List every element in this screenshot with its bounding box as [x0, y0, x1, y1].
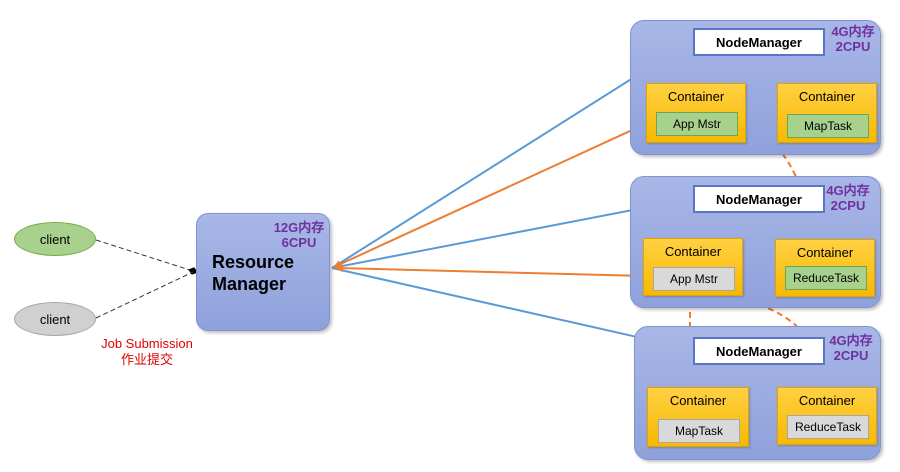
- task-label: App Mstr: [669, 272, 718, 286]
- map-task[interactable]: MapTask: [658, 419, 740, 443]
- node-spec-memory: 4G内存: [826, 183, 870, 198]
- container-reducetask-3[interactable]: Container ReduceTask: [777, 387, 877, 445]
- client2-to-rm-link: [95, 271, 194, 319]
- rm-to-nm3-link: [331, 267, 691, 352]
- container-maptask-1[interactable]: Container MapTask: [777, 83, 877, 143]
- container-label: Container: [664, 244, 722, 259]
- job-submission-label: Job Submission 作业提交: [82, 336, 212, 368]
- node-spec-memory: 4G内存: [829, 333, 873, 348]
- node-manager-2[interactable]: NodeManager: [693, 185, 825, 213]
- rm-title: Resource Manager: [212, 251, 294, 295]
- container-label: Container: [798, 89, 856, 104]
- node-3-spec: 4G内存 2CPU: [819, 333, 883, 363]
- node-manager-3[interactable]: NodeManager: [693, 337, 825, 365]
- client1-to-rm-link: [95, 239, 198, 275]
- task-label: MapTask: [674, 424, 724, 438]
- container-label: Container: [667, 89, 725, 104]
- container-label: Container: [796, 245, 854, 260]
- client-label: client: [39, 311, 71, 327]
- container-reducetask-2[interactable]: Container ReduceTask: [775, 239, 875, 297]
- rm-spec-cpu: 6CPU: [281, 235, 317, 250]
- node-2: NodeManager 4G内存 2CPU Container App Mstr…: [630, 176, 881, 308]
- appmstr1-to-rm-link: [333, 113, 663, 268]
- container-appmstr-2[interactable]: Container App Mstr: [643, 238, 743, 296]
- container-label: Container: [798, 393, 856, 408]
- reduce-task[interactable]: ReduceTask: [787, 415, 869, 439]
- task-label: MapTask: [803, 119, 853, 133]
- node-manager-1[interactable]: NodeManager: [693, 28, 825, 56]
- task-label: ReduceTask: [792, 271, 860, 285]
- node-1-spec: 4G内存 2CPU: [821, 24, 885, 54]
- rm-to-appmstr2-link: [335, 264, 647, 280]
- map-task[interactable]: MapTask: [787, 114, 869, 138]
- rm-title-line2: Manager: [212, 274, 287, 294]
- container-label: Container: [669, 393, 727, 408]
- task-label: App Mstr: [672, 117, 721, 131]
- rm-spec-memory: 12G内存: [273, 220, 325, 235]
- container-maptask-3[interactable]: Container MapTask: [647, 387, 749, 447]
- node-spec-cpu: 2CPU: [835, 39, 871, 54]
- rm-title-line1: Resource: [212, 252, 295, 272]
- client-green[interactable]: client: [14, 222, 96, 256]
- node-spec-cpu: 2CPU: [833, 348, 869, 363]
- node-1: NodeManager 4G内存 2CPU Container App Mstr…: [630, 20, 881, 155]
- app-master-task[interactable]: App Mstr: [656, 112, 738, 136]
- node-spec-cpu: 2CPU: [830, 198, 866, 213]
- job-submission-line1: Job Submission: [101, 336, 193, 351]
- container-appmstr-1[interactable]: Container App Mstr: [646, 83, 746, 143]
- task-label: ReduceTask: [794, 420, 862, 434]
- rm-spec: 12G内存 6CPU: [267, 220, 331, 250]
- job-submission-line2: 作业提交: [120, 352, 173, 367]
- node-spec-memory: 4G内存: [831, 24, 875, 39]
- client-grey[interactable]: client: [14, 302, 96, 336]
- node-manager-label: NodeManager: [716, 34, 802, 50]
- reduce-task[interactable]: ReduceTask: [785, 266, 867, 290]
- client-label: client: [39, 231, 71, 247]
- app-master-task[interactable]: App Mstr: [653, 267, 735, 291]
- node-2-spec: 4G内存 2CPU: [816, 183, 880, 213]
- node-manager-label: NodeManager: [716, 343, 802, 359]
- resource-manager[interactable]: 12G内存 6CPU Resource Manager: [196, 213, 330, 331]
- node-3: NodeManager 4G内存 2CPU Container MapTask …: [634, 326, 881, 460]
- node-manager-label: NodeManager: [716, 191, 802, 207]
